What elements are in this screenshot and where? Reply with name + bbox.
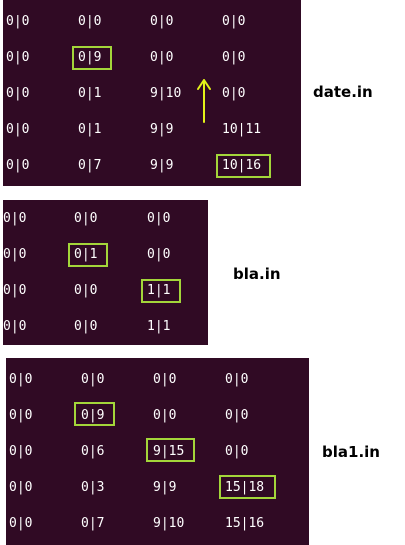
grid-cell: 0|0 bbox=[3, 283, 27, 298]
highlight-box bbox=[216, 154, 271, 178]
file-label-date-in: date.in bbox=[313, 83, 373, 101]
grid-cell: 0|0 bbox=[225, 444, 249, 459]
grid-cell: 0|0 bbox=[9, 372, 33, 387]
grid-cell: 0|0 bbox=[3, 211, 27, 226]
grid-cell: 0|0 bbox=[9, 516, 33, 531]
highlight-box bbox=[68, 243, 108, 267]
grid-cell: 9|10 bbox=[153, 516, 185, 531]
highlight-box bbox=[146, 438, 195, 462]
grid-cell: 0|0 bbox=[6, 122, 30, 137]
file-label-bla1-in: bla1.in bbox=[322, 443, 380, 461]
grid-cell-highlighted: 0|9 bbox=[81, 408, 105, 423]
grid-cell: 0|0 bbox=[74, 319, 98, 334]
grid-cell: 0|6 bbox=[81, 444, 105, 459]
grid-cell: 9|10 bbox=[150, 86, 182, 101]
grid-cell: 0|0 bbox=[150, 50, 174, 65]
terminal-panel-bla1-in: 0|0 0|0 0|0 0|0 0|0 0|9 0|0 0|0 0|0 0|6 … bbox=[6, 358, 309, 545]
grid-cell: 0|0 bbox=[81, 372, 105, 387]
grid-cell: 0|0 bbox=[6, 158, 30, 173]
highlight-box bbox=[72, 46, 112, 70]
grid-cell-highlighted: 9|15 bbox=[153, 444, 185, 459]
grid-cell: 0|0 bbox=[78, 14, 102, 29]
grid-cell: 0|0 bbox=[147, 247, 171, 262]
grid-cell-highlighted: 0|9 bbox=[78, 50, 102, 65]
grid-cell: 1|1 bbox=[147, 319, 171, 334]
grid-cell: 0|0 bbox=[3, 247, 27, 262]
grid-cell: 15|16 bbox=[225, 516, 265, 531]
grid-cell: 0|3 bbox=[81, 480, 105, 495]
terminal-panel-date-in: 0|0 0|0 0|0 0|0 0|0 0|9 0|0 0|0 0|0 0|1 … bbox=[3, 0, 301, 186]
grid-cell: 0|0 bbox=[6, 50, 30, 65]
highlight-box bbox=[219, 475, 276, 499]
up-arrow-annotation-icon bbox=[197, 79, 211, 123]
grid-cell: 0|7 bbox=[78, 158, 102, 173]
grid-cell: 0|0 bbox=[225, 372, 249, 387]
grid-cell: 0|0 bbox=[150, 14, 174, 29]
file-label-bla-in: bla.in bbox=[233, 265, 281, 283]
terminal-panel-bla-in: 0|0 0|0 0|0 0|0 0|1 0|0 0|0 0|0 1|1 0|0 … bbox=[3, 200, 208, 345]
grid-cell: 10|11 bbox=[222, 122, 262, 137]
grid-cell: 0|0 bbox=[6, 86, 30, 101]
grid-cell: 0|0 bbox=[74, 283, 98, 298]
grid-cell-highlighted: 15|18 bbox=[225, 480, 265, 495]
grid-cell: 0|0 bbox=[225, 408, 249, 423]
grid-cell: 0|0 bbox=[74, 211, 98, 226]
grid-cell-highlighted: 10|16 bbox=[222, 158, 262, 173]
grid-cell: 0|7 bbox=[81, 516, 105, 531]
grid-cell: 9|9 bbox=[153, 480, 177, 495]
highlight-box bbox=[141, 279, 181, 303]
grid-cell: 0|0 bbox=[222, 14, 246, 29]
grid-cell-highlighted: 1|1 bbox=[147, 283, 171, 298]
grid-cell: 0|1 bbox=[78, 86, 102, 101]
grid-cell: 0|1 bbox=[78, 122, 102, 137]
grid-cell: 9|9 bbox=[150, 158, 174, 173]
grid-cell: 0|0 bbox=[9, 408, 33, 423]
grid-cell: 0|0 bbox=[9, 480, 33, 495]
grid-cell: 0|0 bbox=[222, 86, 246, 101]
grid-cell: 0|0 bbox=[3, 319, 27, 334]
highlight-box bbox=[74, 402, 115, 426]
grid-cell-highlighted: 0|1 bbox=[74, 247, 98, 262]
grid-cell: 0|0 bbox=[153, 372, 177, 387]
grid-cell: 0|0 bbox=[153, 408, 177, 423]
grid-cell: 0|0 bbox=[222, 50, 246, 65]
grid-cell: 0|0 bbox=[9, 444, 33, 459]
grid-cell: 0|0 bbox=[6, 14, 30, 29]
grid-cell: 9|9 bbox=[150, 122, 174, 137]
grid-cell: 0|0 bbox=[147, 211, 171, 226]
